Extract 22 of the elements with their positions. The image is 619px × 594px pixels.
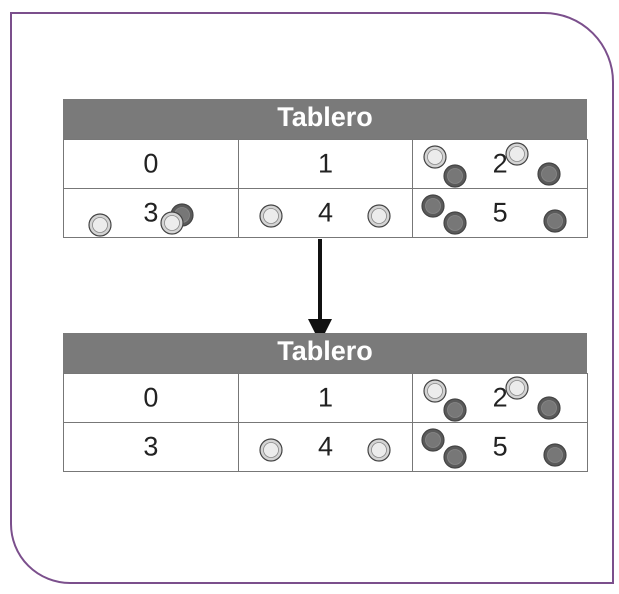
cell-number: 2	[492, 148, 508, 180]
cell-number: 0	[143, 148, 158, 180]
cell-number: 4	[318, 198, 333, 228]
cell-number: 1	[318, 382, 333, 414]
cell-number: 4	[318, 432, 333, 462]
table-cell	[63, 422, 239, 472]
table-cell	[412, 422, 588, 472]
cell-number: 3	[143, 198, 158, 228]
cell-number: 3	[143, 432, 158, 462]
table-cell	[63, 188, 239, 238]
table-header: Tablero	[63, 333, 587, 373]
table-cell	[63, 373, 239, 423]
table-cell	[412, 139, 588, 189]
table-cell	[412, 188, 588, 238]
table-header: Tablero	[63, 99, 587, 139]
cell-number: 2	[492, 382, 508, 414]
table-cell	[63, 139, 239, 189]
table-cell	[412, 373, 588, 423]
cell-number: 1	[318, 148, 333, 180]
cell-number: 5	[492, 198, 508, 228]
cell-number: 0	[143, 382, 158, 414]
cell-number: 5	[492, 432, 508, 462]
